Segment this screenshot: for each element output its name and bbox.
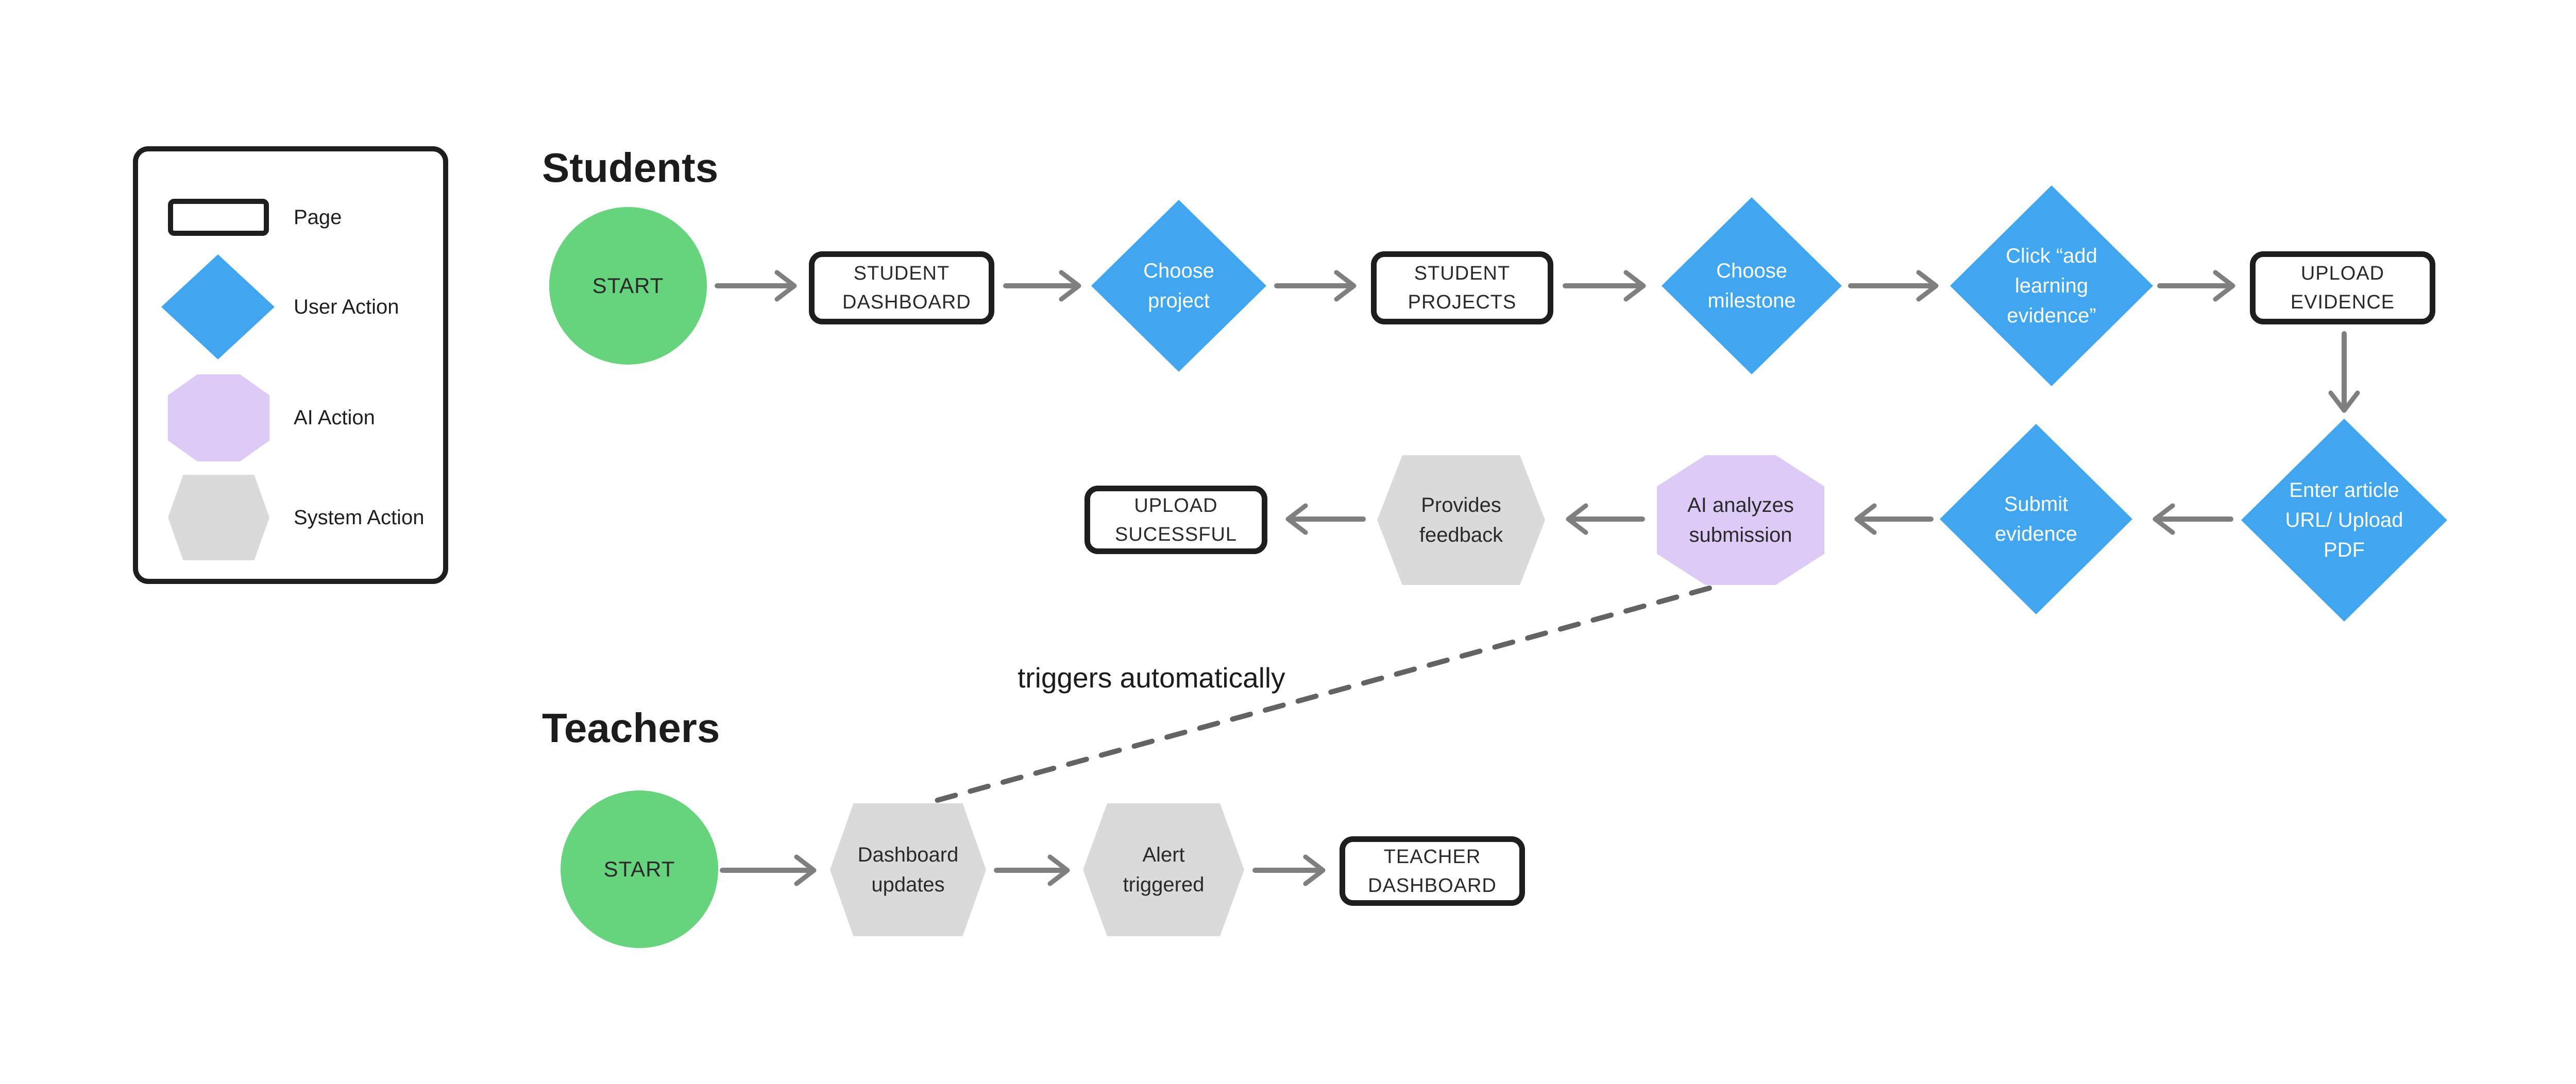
upload-evidence-node[interactable]: UPLOAD EVIDENCE bbox=[2250, 251, 2435, 324]
node-label: STUDENT DASHBOARD bbox=[842, 263, 971, 313]
teacher-dashboard-node[interactable]: TEACHER DASHBOARD bbox=[1340, 836, 1525, 906]
node-label: Enter article URL/ Upload PDF bbox=[2285, 479, 2403, 561]
node-label: Alert triggered bbox=[1123, 844, 1205, 896]
node-label: UPLOAD EVIDENCE bbox=[2290, 263, 2395, 313]
upload-sucessful-node[interactable]: UPLOAD SUCESSFUL bbox=[1084, 486, 1267, 554]
choose-project-node[interactable]: Choose project bbox=[1091, 200, 1266, 372]
legend-user-action-label: User Action bbox=[294, 296, 399, 318]
node-label: STUDENT PROJECTS bbox=[1408, 263, 1517, 313]
legend-system-action-swatch bbox=[168, 475, 269, 560]
legend: Page User Action AI Action System Action bbox=[133, 146, 448, 584]
student-dashboard-node[interactable]: STUDENT DASHBOARD bbox=[809, 251, 994, 324]
choose-milestone-node[interactable]: Choose milestone bbox=[1662, 197, 1842, 374]
legend-page-swatch bbox=[168, 199, 269, 236]
legend-ai-action-swatch bbox=[168, 374, 269, 461]
teachers-lane-title: Teachers bbox=[542, 705, 720, 751]
node-label: Provides feedback bbox=[1419, 494, 1503, 546]
node-label: Submit evidence bbox=[1994, 493, 2078, 545]
node-label: START bbox=[603, 857, 675, 881]
alert-triggered-node[interactable]: Alert triggered bbox=[1083, 803, 1244, 936]
node-label: AI analyzes submission bbox=[1687, 494, 1794, 546]
provides-feedback-node[interactable]: Provides feedback bbox=[1377, 455, 1545, 585]
node-label: Choose milestone bbox=[1707, 260, 1796, 312]
triggers-automatically-label: triggers automatically bbox=[1018, 662, 1285, 694]
enter-article-url-upload-pdf-node[interactable]: Enter article URL/ Upload PDF bbox=[2241, 419, 2447, 622]
students-lane-title: Students bbox=[542, 145, 719, 191]
legend-user-action-swatch bbox=[161, 254, 275, 359]
teachers-start-node[interactable]: START bbox=[561, 790, 718, 948]
click-add-learning-evidence-node[interactable]: Click “add learning evidence” bbox=[1950, 185, 2153, 386]
legend-page-label: Page bbox=[294, 206, 342, 229]
node-label: TEACHER DASHBOARD bbox=[1368, 846, 1497, 897]
dashboard-updates-node[interactable]: Dashboard updates bbox=[830, 803, 986, 936]
node-label: Dashboard updates bbox=[857, 844, 959, 896]
student-projects-node[interactable]: STUDENT PROJECTS bbox=[1371, 251, 1553, 324]
legend-ai-action-label: AI Action bbox=[294, 406, 375, 429]
node-label: Click “add learning evidence” bbox=[2006, 245, 2097, 327]
node-label: Choose project bbox=[1143, 260, 1214, 312]
ai-analyzes-submission-node[interactable]: AI analyzes submission bbox=[1657, 455, 1824, 585]
students-start-node[interactable]: START bbox=[549, 207, 707, 365]
submit-evidence-node[interactable]: Submit evidence bbox=[1940, 424, 2132, 614]
node-label: UPLOAD SUCESSFUL bbox=[1114, 494, 1238, 545]
legend-system-action-label: System Action bbox=[294, 506, 425, 529]
edge-ai-analyzes-to-dashboard-updates-dashed bbox=[931, 586, 1712, 804]
node-label: START bbox=[592, 273, 664, 298]
